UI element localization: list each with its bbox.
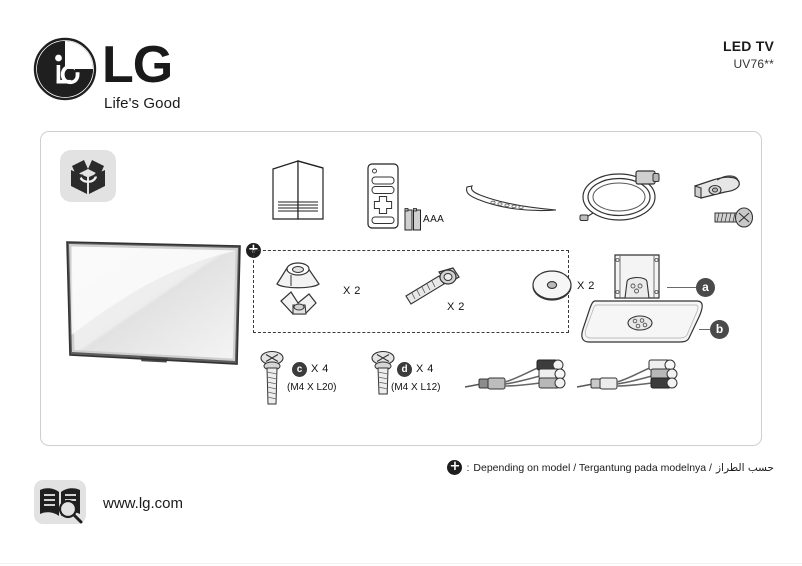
aaa-battery-label: AAA — [423, 214, 445, 225]
remote-control-illustration — [366, 163, 402, 229]
website-url: www.lg.com — [103, 495, 184, 512]
cable-tie-illustration — [461, 182, 561, 214]
stand-bolt-quantity: X 2 — [447, 301, 465, 313]
page-baseline — [0, 563, 802, 564]
screw-d-badge: d — [397, 362, 412, 377]
lg-wordmark: LG — [102, 36, 173, 94]
plus-marker-icon: + — [447, 460, 463, 475]
screw-c-illustration — [259, 350, 285, 408]
screw-c-quantity: X 4 — [311, 363, 329, 375]
cable-holder-illustration — [691, 168, 753, 230]
washer-quantity: X 2 — [577, 280, 595, 292]
power-cable-illustration — [579, 166, 665, 228]
stand-neck-badge: a — [696, 278, 715, 297]
screw-c-spec: (M4 X L20) — [287, 382, 337, 393]
footnote-separator: : — [466, 461, 470, 474]
aaa-batteries-illustration — [404, 207, 422, 231]
lg-slogan: Life's Good — [104, 95, 181, 112]
washer-illustration — [531, 267, 573, 305]
stand-base-leader-line — [699, 329, 713, 330]
stand-neck-leader-line — [667, 287, 699, 288]
stand-bolt-illustration — [403, 265, 465, 311]
cable-holder-screw-illustration — [713, 206, 755, 230]
product-type-title: LED TV — [723, 38, 774, 54]
unboxing-icon — [60, 150, 116, 202]
footnote-text-arabic: حسب الطراز — [715, 461, 774, 474]
screw-d-spec: (M4 X L12) — [391, 382, 441, 393]
product-model: UV76** — [733, 57, 774, 71]
cap-nut-and-wing-nut-illustration — [269, 256, 331, 328]
av-adapter-cable-2-illustration — [571, 354, 691, 404]
screw-d-illustration — [370, 350, 396, 400]
av-adapter-cable-1-illustration — [459, 354, 579, 404]
footnote: + : Depending on model / Tergantung pada… — [447, 460, 774, 475]
header-product-info: LED TV UV76** — [723, 38, 774, 71]
user-manual-illustration — [271, 159, 329, 221]
lg-logo-icon — [33, 37, 97, 101]
manual-search-icon — [34, 480, 86, 524]
stand-neck-illustration — [609, 252, 671, 310]
screw-c-badge: c — [292, 362, 307, 377]
screw-d-quantity: X 4 — [416, 363, 434, 375]
footnote-text: Depending on model / Tergantung pada mod… — [473, 461, 712, 474]
stand-base-badge: b — [710, 320, 729, 339]
lg-logo: LG Life's Good — [33, 36, 264, 112]
tv-panel-illustration — [64, 240, 246, 372]
stand-base-illustration — [577, 297, 707, 345]
cap-nut-quantity: X 2 — [343, 285, 361, 297]
page-header: LG Life's Good LED TV UV76** — [0, 0, 802, 118]
accessories-panel: AAA — [40, 131, 762, 446]
